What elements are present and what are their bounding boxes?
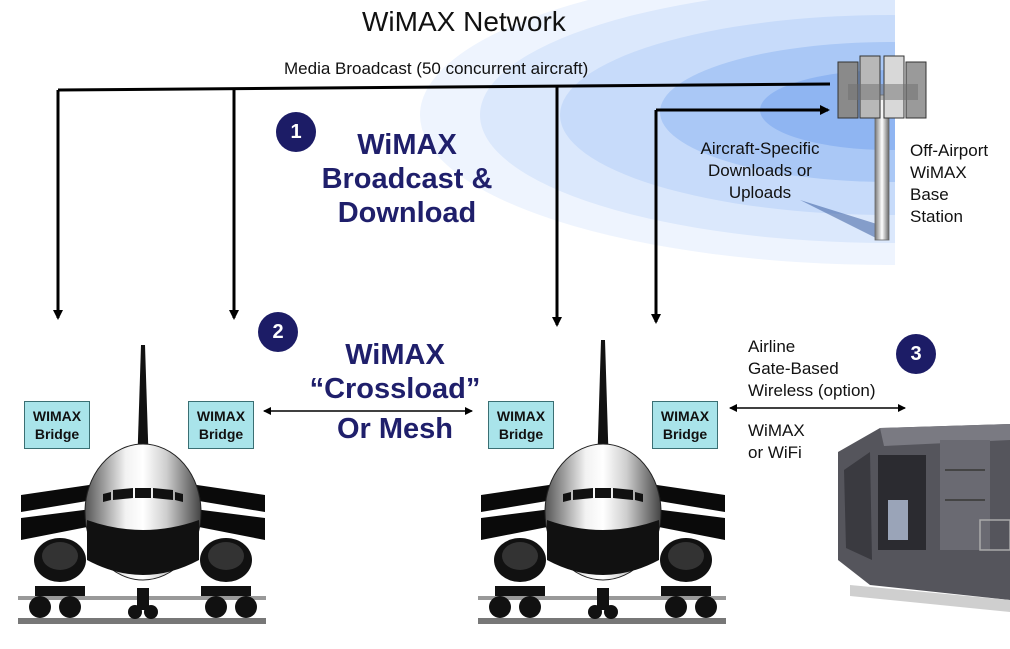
step-2-text: WiMAX “Crossload” Or Mesh	[309, 339, 481, 445]
aircraft-specific-label: Aircraft-Specific Downloads or Uploads	[700, 139, 820, 202]
wimax-coverage-area	[420, 0, 1010, 270]
gate-link-label: WiMAX or WiFi	[748, 421, 805, 462]
diagram-title: WiMAX Network	[362, 6, 566, 37]
step-2-badge: 2	[258, 312, 298, 352]
gate-wireless-label: Airline Gate-Based Wireless (option)	[748, 337, 876, 400]
cell-tower-icon	[837, 55, 927, 241]
airplane-icon	[478, 340, 726, 624]
beam-shadow	[800, 200, 880, 240]
airplane-icon	[18, 345, 266, 624]
step-1-text: WiMAX Broadcast & Download	[321, 129, 493, 229]
media-broadcast-lines	[53, 82, 831, 327]
step-1-badge: 1	[276, 112, 316, 152]
media-broadcast-label: Media Broadcast (50 concurrent aircraft)	[284, 59, 589, 78]
step-3-badge: 3	[896, 334, 936, 374]
jet-bridge-icon	[838, 424, 1010, 612]
aircraft-specific-link	[651, 105, 830, 324]
base-station-label: Off-Airport WiMAX Base Station	[910, 141, 989, 226]
